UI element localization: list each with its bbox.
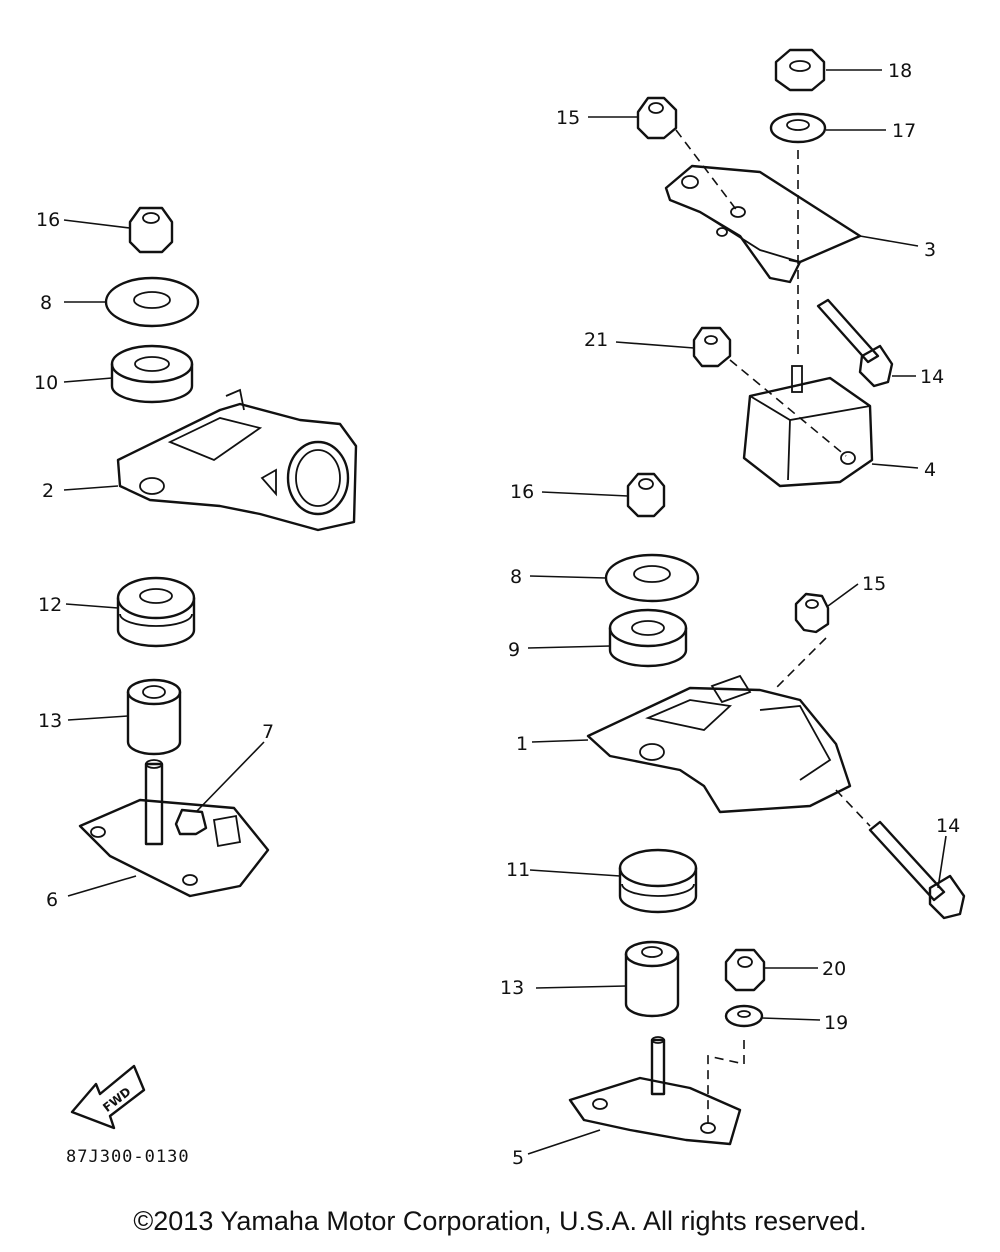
callout-3: 3 bbox=[924, 239, 936, 261]
part-3-bracket bbox=[664, 164, 862, 284]
callout-21: 21 bbox=[584, 329, 608, 351]
leader-8b bbox=[529, 575, 607, 579]
part-1-bracket bbox=[586, 674, 852, 814]
diagram-code: 87J300-0130 bbox=[66, 1147, 190, 1167]
part-2-bracket bbox=[116, 388, 358, 532]
copyright-notice: ©2013 Yamaha Motor Corporation, U.S.A. A… bbox=[133, 1206, 867, 1236]
assembly-line-15 bbox=[675, 129, 739, 213]
callout-16-right: 16 bbox=[510, 481, 534, 503]
part-8-washer-left bbox=[104, 276, 200, 328]
callout-4: 4 bbox=[924, 459, 936, 481]
part-17-washer bbox=[769, 112, 827, 144]
callout-18: 18 bbox=[888, 60, 912, 82]
leader-2 bbox=[63, 485, 119, 491]
callout-9: 9 bbox=[508, 639, 520, 661]
leader-19 bbox=[761, 1017, 821, 1021]
leader-11 bbox=[529, 869, 621, 877]
leader-12 bbox=[65, 603, 119, 609]
leader-1 bbox=[531, 739, 589, 743]
callout-11: 11 bbox=[506, 859, 530, 881]
callout-19: 19 bbox=[824, 1012, 848, 1034]
part-5-plate bbox=[568, 1036, 742, 1146]
callout-14-lower: 14 bbox=[936, 815, 960, 837]
part-4-mount bbox=[742, 258, 874, 488]
part-19-washer bbox=[724, 1004, 764, 1028]
leader-5 bbox=[527, 1129, 601, 1155]
leader-15b bbox=[827, 583, 859, 607]
callout-13-right: 13 bbox=[500, 977, 524, 999]
callout-17: 17 bbox=[892, 120, 916, 142]
leader-16a bbox=[63, 219, 131, 229]
part-9-rubber bbox=[608, 608, 688, 668]
leader-13b bbox=[535, 985, 627, 989]
leader-4 bbox=[871, 463, 919, 469]
callout-12: 12 bbox=[38, 594, 62, 616]
leader-21 bbox=[615, 341, 695, 349]
callout-2: 2 bbox=[42, 480, 54, 502]
callout-13-left: 13 bbox=[38, 710, 62, 732]
callout-7: 7 bbox=[262, 721, 274, 743]
part-7-clip bbox=[174, 808, 208, 836]
leader-9 bbox=[527, 645, 611, 649]
part-11-grommet bbox=[618, 848, 698, 914]
assembly-line-21 bbox=[729, 359, 847, 457]
part-15-nut-lower bbox=[794, 592, 830, 634]
leader-3 bbox=[859, 235, 919, 247]
part-8-washer-right bbox=[604, 553, 700, 603]
leader-16b bbox=[541, 491, 629, 497]
leader-7 bbox=[195, 741, 265, 813]
callout-8-left: 8 bbox=[40, 292, 52, 314]
callout-6: 6 bbox=[46, 889, 58, 911]
part-12-grommet bbox=[116, 576, 196, 648]
part-16-nut-left bbox=[128, 206, 174, 254]
leader-14b bbox=[937, 835, 947, 889]
part-18-nut bbox=[774, 48, 826, 92]
fwd-arrow-icon: FWD bbox=[70, 1064, 146, 1130]
callout-20: 20 bbox=[822, 958, 846, 980]
callout-15-upper: 15 bbox=[556, 107, 580, 129]
leader-10 bbox=[63, 377, 113, 383]
part-14-bolt-lower bbox=[868, 820, 966, 920]
part-15-nut-upper bbox=[636, 96, 678, 140]
part-16-nut-right bbox=[626, 472, 666, 518]
part-13-collar-left bbox=[126, 678, 182, 756]
callout-5: 5 bbox=[512, 1147, 524, 1169]
leader-13a bbox=[67, 715, 129, 721]
callout-15-lower: 15 bbox=[862, 573, 886, 595]
part-21-nut bbox=[692, 326, 732, 368]
assembly-line-15b bbox=[773, 637, 827, 691]
part-13-collar-right bbox=[624, 940, 680, 1018]
callout-16-left: 16 bbox=[36, 209, 60, 231]
assembly-line-14b bbox=[835, 789, 871, 827]
callout-1: 1 bbox=[516, 733, 528, 755]
part-6-plate bbox=[78, 759, 270, 898]
part-20-nut bbox=[724, 948, 766, 992]
leader-6 bbox=[67, 875, 137, 897]
callout-14-upper: 14 bbox=[920, 366, 944, 388]
part-10-rubber bbox=[110, 344, 194, 404]
callout-10: 10 bbox=[34, 372, 58, 394]
assembly-line-5 bbox=[707, 1040, 745, 1124]
callout-8-right: 8 bbox=[510, 566, 522, 588]
part-14-bolt-upper bbox=[816, 298, 894, 388]
